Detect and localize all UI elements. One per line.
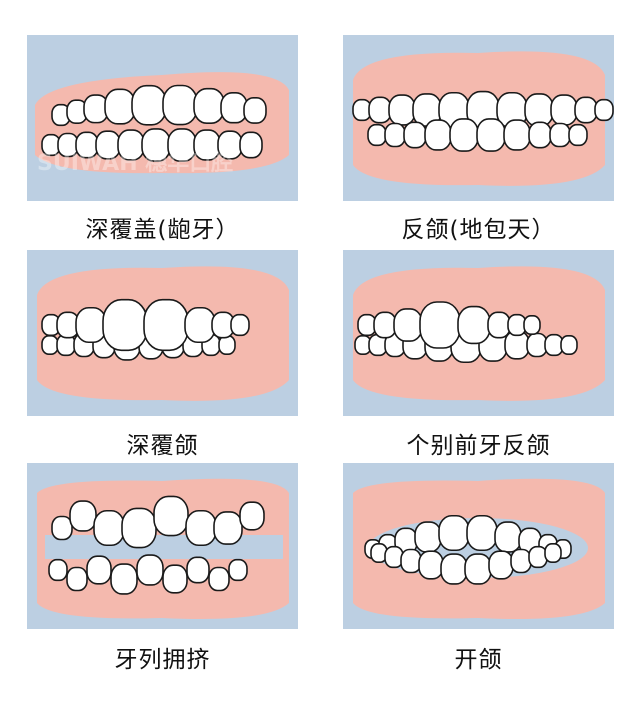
card-label: 个别前牙反颌 xyxy=(406,433,551,459)
tooth xyxy=(230,313,250,337)
card-label: 反颌(地包天） xyxy=(401,217,556,243)
tooth xyxy=(208,566,230,592)
tooth xyxy=(162,564,188,594)
tooth xyxy=(239,131,263,159)
tooth xyxy=(143,298,189,352)
tooth xyxy=(419,301,461,349)
teeth-illustration: SUIWAH 穗华口腔 xyxy=(27,35,298,201)
tooth xyxy=(185,509,217,547)
tooth xyxy=(494,521,522,553)
tooth xyxy=(373,311,397,339)
tooth xyxy=(393,308,423,342)
tooth xyxy=(104,88,136,125)
teeth-illustration xyxy=(343,463,614,629)
tooth xyxy=(228,558,248,582)
tooth xyxy=(457,305,491,345)
card-label: 牙列拥挤 xyxy=(114,647,211,673)
tooth xyxy=(121,507,157,549)
tooth xyxy=(131,84,167,126)
tooth xyxy=(440,553,468,585)
tooth xyxy=(403,121,427,149)
teeth-illustration xyxy=(343,250,614,416)
tooth xyxy=(136,554,164,586)
tooth xyxy=(367,123,387,147)
tooth xyxy=(528,545,548,569)
tooth xyxy=(243,96,267,124)
mouth-gap xyxy=(45,535,283,559)
tooth xyxy=(524,93,554,127)
card-label: 深覆盖(龅牙） xyxy=(85,217,240,243)
tooth xyxy=(424,119,452,151)
tooth xyxy=(162,84,198,126)
card-label: 开颌 xyxy=(454,647,503,673)
tooth xyxy=(184,306,216,344)
tooth xyxy=(93,509,125,547)
tooth xyxy=(560,335,578,356)
teeth-svg xyxy=(352,51,614,186)
tooth xyxy=(66,566,88,592)
tooth xyxy=(466,514,498,552)
tooth xyxy=(102,298,148,352)
tooth xyxy=(464,553,492,585)
teeth-illustration xyxy=(343,35,614,201)
tooth xyxy=(193,87,225,124)
tooth xyxy=(110,563,138,595)
tooth xyxy=(503,119,531,151)
teeth-svg xyxy=(37,266,289,401)
tooth xyxy=(51,515,73,541)
tooth xyxy=(438,514,470,552)
tooth xyxy=(400,548,422,574)
tooth xyxy=(526,332,548,358)
tooth xyxy=(69,500,97,532)
tooth xyxy=(574,96,598,124)
tooth xyxy=(368,96,392,124)
tooth xyxy=(41,335,59,356)
tooth xyxy=(488,550,514,580)
tooth xyxy=(476,118,506,152)
tooth xyxy=(384,122,406,148)
tooth xyxy=(523,315,541,336)
tooth xyxy=(528,121,552,149)
tooth xyxy=(418,550,444,580)
tooth xyxy=(568,123,588,147)
tooth xyxy=(594,98,614,122)
teeth-svg xyxy=(353,266,605,401)
teeth-svg xyxy=(35,72,289,174)
tooth xyxy=(449,118,479,152)
tooth xyxy=(550,94,578,126)
tooth xyxy=(544,543,562,564)
watermark: SUIWAH 穗华口腔 xyxy=(37,151,234,176)
teeth-svg xyxy=(353,478,605,619)
tooth xyxy=(549,122,571,148)
teeth-illustration xyxy=(27,250,298,416)
tooth xyxy=(487,311,511,339)
tooth xyxy=(48,558,68,582)
tooth xyxy=(186,556,210,584)
tooth xyxy=(510,548,532,574)
tooth xyxy=(414,521,442,553)
tooth xyxy=(213,511,243,545)
tooth xyxy=(218,335,236,356)
tooth xyxy=(75,306,107,344)
card-label: 深覆颌 xyxy=(126,433,199,459)
tooth xyxy=(153,495,189,537)
teeth-svg xyxy=(37,478,289,619)
tooth xyxy=(239,501,265,531)
tooth xyxy=(86,555,112,585)
teeth-illustration xyxy=(27,463,298,629)
tooth xyxy=(388,94,416,126)
tooth xyxy=(220,92,248,124)
